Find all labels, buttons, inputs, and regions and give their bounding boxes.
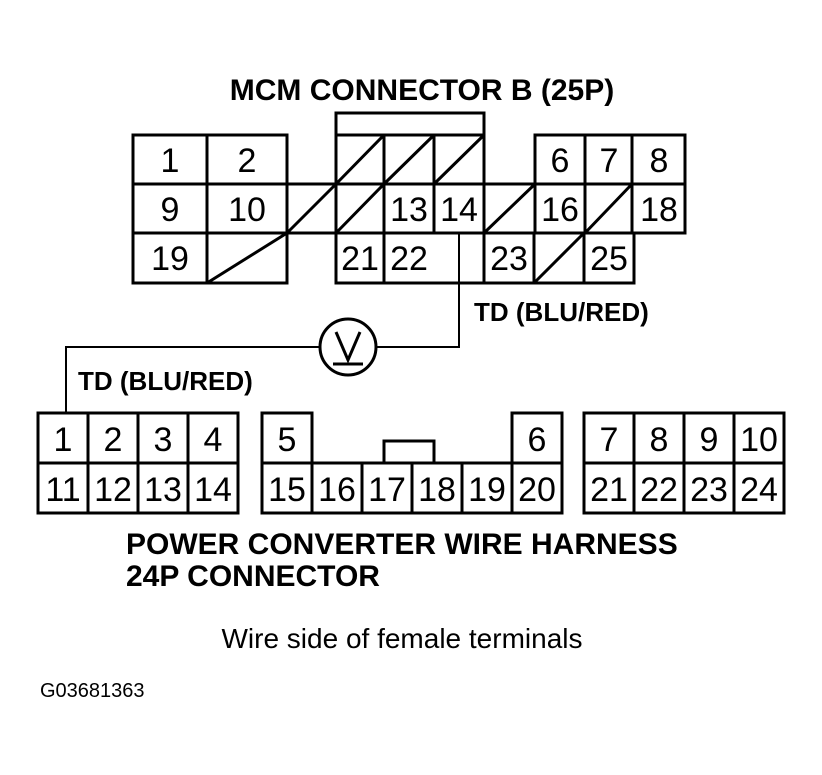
pc-pin: 6 <box>528 421 547 459</box>
td-label-lower: TD (BLU/RED) <box>78 366 253 396</box>
mcm-pin: 19 <box>151 240 189 278</box>
pc-pin: 24 <box>740 471 778 509</box>
probe-wire <box>65 233 460 413</box>
pc-pin: 12 <box>94 471 132 509</box>
mcm-pin: 6 <box>551 142 570 180</box>
pc-connector-title-line2: 24P CONNECTOR <box>126 560 380 593</box>
pc-pin: 2 <box>104 421 123 459</box>
mcm-latch <box>334 111 486 137</box>
mcm-pin: 16 <box>541 191 579 229</box>
figure-code: G03681363 <box>40 680 145 702</box>
mcm-pin: 10 <box>228 191 266 229</box>
pc-pin: 21 <box>590 471 628 509</box>
mcm-pin: 9 <box>161 191 180 229</box>
pc-connector <box>36 411 786 515</box>
pc-pin: 18 <box>418 471 456 509</box>
mcm-pin: 2 <box>238 142 257 180</box>
pc-pin: 9 <box>700 421 719 459</box>
mcm-center-block <box>334 133 486 285</box>
pc-pin: 15 <box>268 471 306 509</box>
pc-pin-labels: 1 2 3 4 5 6 7 8 9 10 11 12 13 14 15 16 1… <box>45 421 778 509</box>
mcm-pin: 22 <box>390 240 428 278</box>
mcm-pin: 7 <box>600 142 619 180</box>
mcm-connector-title: MCM CONNECTOR B (25P) <box>230 74 614 107</box>
mcm-right-lower-row <box>482 231 636 285</box>
pc-pin: 17 <box>368 471 406 509</box>
pc-pin: 1 <box>54 421 73 459</box>
mcm-left-block <box>131 133 289 285</box>
mcm-pin: 13 <box>390 191 428 229</box>
voltmeter-icon <box>318 317 378 377</box>
pc-pin: 23 <box>690 471 728 509</box>
mcm-pin: 21 <box>341 240 379 278</box>
pc-pin: 13 <box>144 471 182 509</box>
td-label-upper: TD (BLU/RED) <box>474 297 649 327</box>
mcm-pin: 18 <box>640 191 678 229</box>
mcm-pin: 25 <box>590 240 628 278</box>
pc-pin: 10 <box>740 421 778 459</box>
pc-pin: 16 <box>318 471 356 509</box>
pc-pin: 4 <box>204 421 223 459</box>
pc-pin: 11 <box>45 471 80 509</box>
pc-pin: 22 <box>640 471 678 509</box>
terminal-side-caption: Wire side of female terminals <box>221 623 582 654</box>
pc-pin: 3 <box>154 421 173 459</box>
pc-pin: 14 <box>194 471 232 509</box>
pc-pin: 19 <box>468 471 506 509</box>
mcm-pin: 23 <box>490 240 528 278</box>
mcm-pin-labels: 1 2 6 7 8 9 10 13 14 16 18 19 21 22 23 2… <box>151 142 678 278</box>
pc-pin: 7 <box>600 421 619 459</box>
pc-connector-title-line1: POWER CONVERTER WIRE HARNESS <box>126 528 678 561</box>
pc-latch <box>382 439 436 465</box>
pc-pin: 5 <box>278 421 297 459</box>
pc-pin: 20 <box>518 471 556 509</box>
mcm-pin: 14 <box>440 191 478 229</box>
pc-pin: 8 <box>650 421 669 459</box>
mcm-connector <box>131 111 687 285</box>
mcm-pin: 1 <box>161 142 180 180</box>
mcm-pin: 8 <box>650 142 669 180</box>
